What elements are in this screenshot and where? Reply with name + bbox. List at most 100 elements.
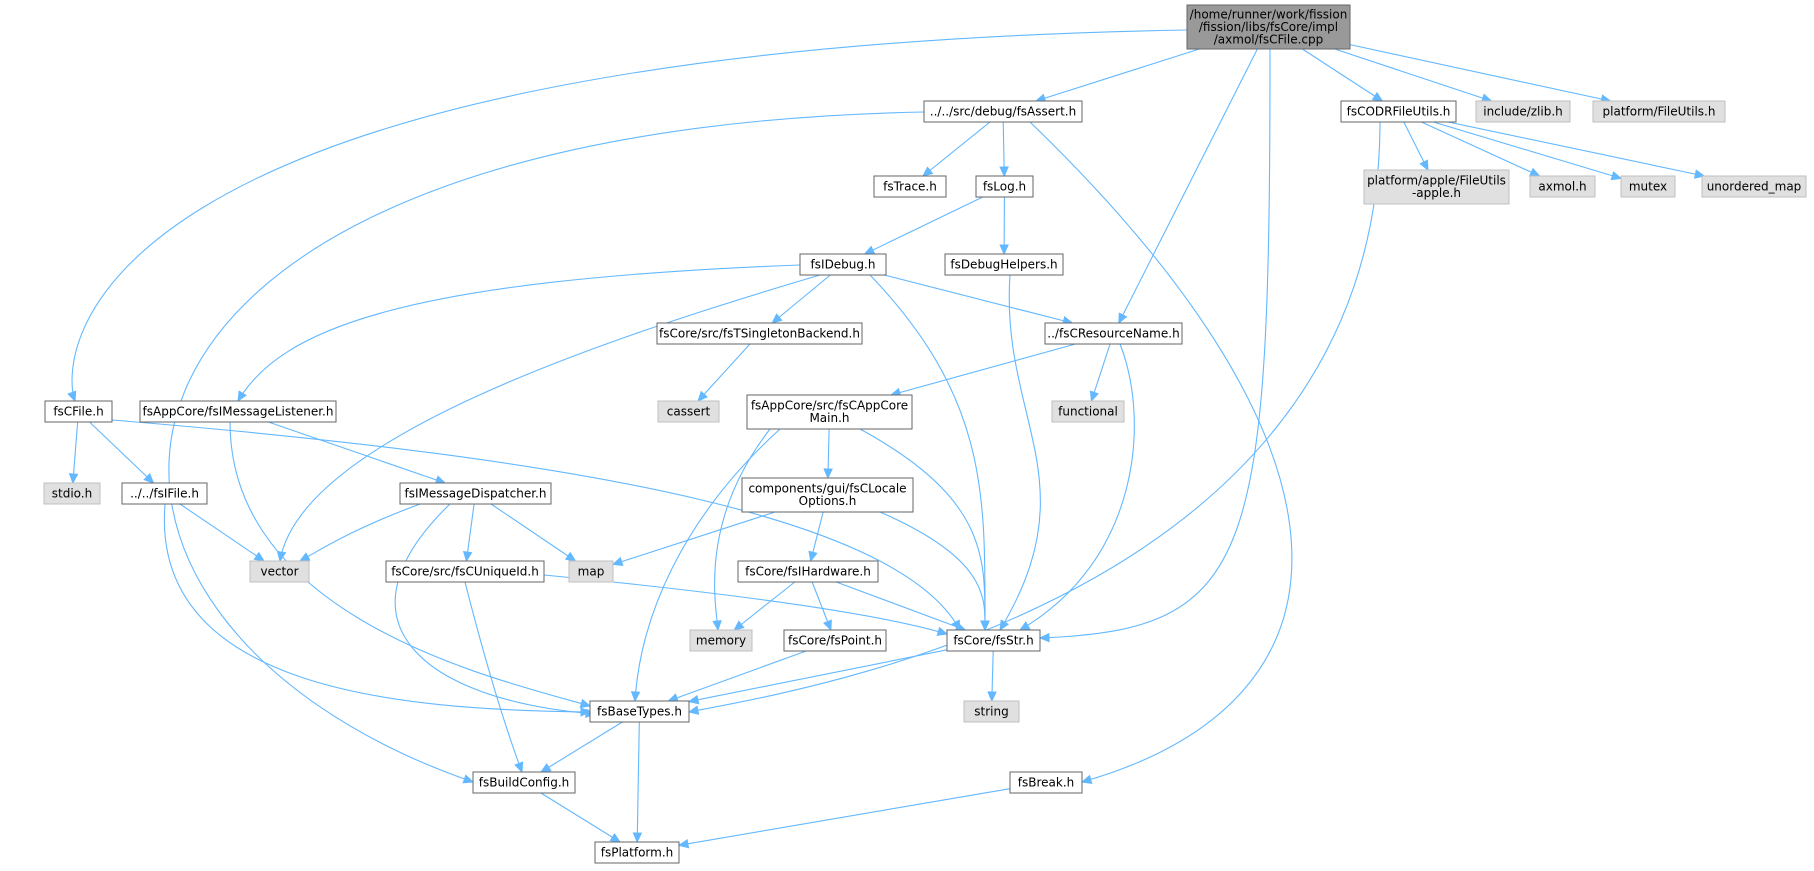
node-label: platform/apple/FileUtils bbox=[1367, 174, 1506, 188]
node-box bbox=[1009, 771, 1083, 794]
node-box bbox=[657, 400, 720, 423]
node-label: fsCFile.h bbox=[53, 404, 103, 418]
node-label: fsCore/fsStr.h bbox=[953, 633, 1033, 647]
node-fsdebughelpers-h[interactable]: fsDebugHelpers.h bbox=[944, 253, 1064, 276]
edge-fsclocaleoptions-to-fsihardware bbox=[808, 511, 824, 563]
node-fsbreak-h[interactable]: fsBreak.h bbox=[1009, 771, 1083, 794]
node-src-debug-fsassert-h[interactable]: ../../src/debug/fsAssert.h bbox=[923, 100, 1083, 123]
node-label: axmol.h bbox=[1538, 179, 1586, 193]
node-label: string bbox=[974, 704, 1008, 718]
file-nodes: /home/runner/work/fission/fission/libs/f… bbox=[43, 4, 1807, 864]
node-label: components/gui/fsCLocale bbox=[748, 482, 906, 496]
edge-fsifile-to-vector bbox=[179, 503, 266, 562]
node-fscore-src-fscuniqueid-h[interactable]: fsCore/src/fsCUniqueId.h bbox=[385, 560, 545, 583]
node-fscore-fsstr-h[interactable]: fsCore/fsStr.h bbox=[946, 629, 1041, 652]
arrowhead-icon bbox=[462, 550, 473, 563]
node-functional: functional bbox=[1051, 400, 1125, 423]
node-fscore-fspoint-h[interactable]: fsCore/fsPoint.h bbox=[783, 629, 887, 652]
node-fscfile-h[interactable]: fsCFile.h bbox=[44, 400, 113, 423]
node-label: memory bbox=[696, 633, 746, 647]
node-fscresourcename-h[interactable]: ../fsCResourceName.h bbox=[1044, 322, 1183, 345]
node-box bbox=[472, 771, 576, 794]
node-box bbox=[589, 700, 690, 723]
node-box bbox=[963, 700, 1020, 723]
node-fscodrfileutils-h[interactable]: fsCODRFileUtils.h bbox=[1340, 100, 1457, 123]
node-label: fsCODRFileUtils.h bbox=[1347, 104, 1451, 118]
edge-fscfileh-to-fsstr bbox=[111, 419, 961, 632]
arrowhead-icon bbox=[1528, 167, 1541, 177]
arrowhead-icon bbox=[579, 698, 592, 708]
edge-fsbuildconfig-to-fsplatform bbox=[540, 792, 622, 843]
edge-root-to-platformfileutils bbox=[1349, 44, 1612, 104]
edge-fsassert-to-fslog bbox=[999, 121, 1009, 178]
node-fslog-h[interactable]: fsLog.h bbox=[975, 175, 1034, 198]
node-box bbox=[1186, 4, 1351, 50]
node-fsbuildconfig-h[interactable]: fsBuildConfig.h bbox=[472, 771, 576, 794]
node-mutex: mutex bbox=[1620, 175, 1676, 198]
edge-fscuniqueid-to-fsstr bbox=[543, 574, 949, 636]
node-label: fsDebugHelpers.h bbox=[950, 257, 1057, 271]
node-map: map bbox=[568, 560, 614, 583]
node-box bbox=[923, 100, 1083, 123]
node-fsidebug-h[interactable]: fsIDebug.h bbox=[799, 253, 887, 276]
arrowhead-icon bbox=[1118, 312, 1128, 325]
edge-root-to-fscodrfileutils bbox=[1302, 48, 1384, 102]
node-fsifile-h[interactable]: ../../fsIFile.h bbox=[121, 482, 208, 505]
node-box bbox=[44, 400, 113, 423]
edge-fsclocaleoptions-to-fsstr bbox=[879, 511, 990, 632]
node-label: cassert bbox=[667, 404, 711, 418]
node-box bbox=[656, 322, 863, 345]
node-fsimessagedispatcher-h[interactable]: fsIMessageDispatcher.h bbox=[399, 482, 552, 505]
arrowhead-icon bbox=[298, 552, 311, 562]
edge-fsbasetypes-to-fsbuildconfig bbox=[540, 721, 623, 773]
edge-fscappcoremain-to-fsclocaleoptions bbox=[823, 428, 833, 480]
arrowhead-icon bbox=[677, 839, 690, 849]
edge-fscresourcename-to-fscappcoremain bbox=[889, 343, 1076, 398]
node-axmol-h: axmol.h bbox=[1529, 175, 1596, 198]
arrowhead-icon bbox=[609, 832, 622, 843]
node-label: fsCore/fsIHardware.h bbox=[745, 564, 871, 578]
node-fscore-fsihardware-h[interactable]: fsCore/fsIHardware.h bbox=[737, 560, 879, 583]
node-label: fsCore/src/fsCUniqueId.h bbox=[391, 564, 539, 578]
node-label: vector bbox=[260, 564, 298, 578]
arrowhead-icon bbox=[999, 244, 1009, 256]
arrowhead-icon bbox=[143, 472, 155, 484]
arrowhead-icon bbox=[863, 245, 876, 255]
node-fsappcore-fsimessagelistener-h[interactable]: fsAppCore/fsIMessageListener.h bbox=[139, 400, 337, 423]
node-fstrace-h[interactable]: fsTrace.h bbox=[873, 175, 947, 198]
arrowhead-icon bbox=[1610, 171, 1623, 181]
edge-fscresourcename-to-fsstr bbox=[1018, 343, 1135, 631]
node-box bbox=[944, 253, 1064, 276]
node-label: fsBuildConfig.h bbox=[479, 775, 570, 789]
node-label: fsPlatform.h bbox=[601, 845, 674, 859]
node-label: ../fsCResourceName.h bbox=[1047, 326, 1179, 340]
node-fscore-src-fstsingletonbackend-h[interactable]: fsCore/src/fsTSingletonBackend.h bbox=[656, 322, 863, 345]
node-label: -apple.h bbox=[1412, 186, 1461, 200]
node-box bbox=[946, 629, 1041, 652]
dependency-edges bbox=[67, 29, 1706, 849]
node-box bbox=[1475, 100, 1571, 123]
edge-root-to-fsstr bbox=[1038, 48, 1271, 643]
node-box bbox=[43, 482, 101, 505]
node-home-runner-work-fission-fission-libs-fscore-impl-axmol-fscfile-cpp[interactable]: /home/runner/work/fission/fission/libs/f… bbox=[1186, 4, 1351, 50]
edge-root-to-zlib bbox=[1334, 48, 1493, 103]
edge-fsihardware-to-memory bbox=[733, 581, 796, 631]
node-fsplatform-h[interactable]: fsPlatform.h bbox=[594, 841, 680, 864]
arrowhead-icon bbox=[771, 313, 783, 324]
node-box bbox=[1592, 100, 1726, 123]
node-vector: vector bbox=[249, 560, 310, 583]
edge-fsassert-to-fsbreak bbox=[1029, 121, 1293, 784]
node-unordered-map: unordered_map bbox=[1701, 175, 1807, 198]
edge-fsimessagedispatcher-to-vector bbox=[298, 503, 421, 562]
node-box bbox=[1363, 169, 1510, 205]
arrowhead-icon bbox=[67, 390, 77, 403]
arrowhead-icon bbox=[630, 691, 641, 703]
edge-fscodrfileutils-to-mutex bbox=[1433, 121, 1623, 181]
node-label: fsAppCore/fsIMessageListener.h bbox=[143, 404, 334, 418]
node-box bbox=[1701, 175, 1807, 198]
node-box bbox=[594, 841, 680, 864]
node-fsbasetypes-h[interactable]: fsBaseTypes.h bbox=[589, 700, 690, 723]
